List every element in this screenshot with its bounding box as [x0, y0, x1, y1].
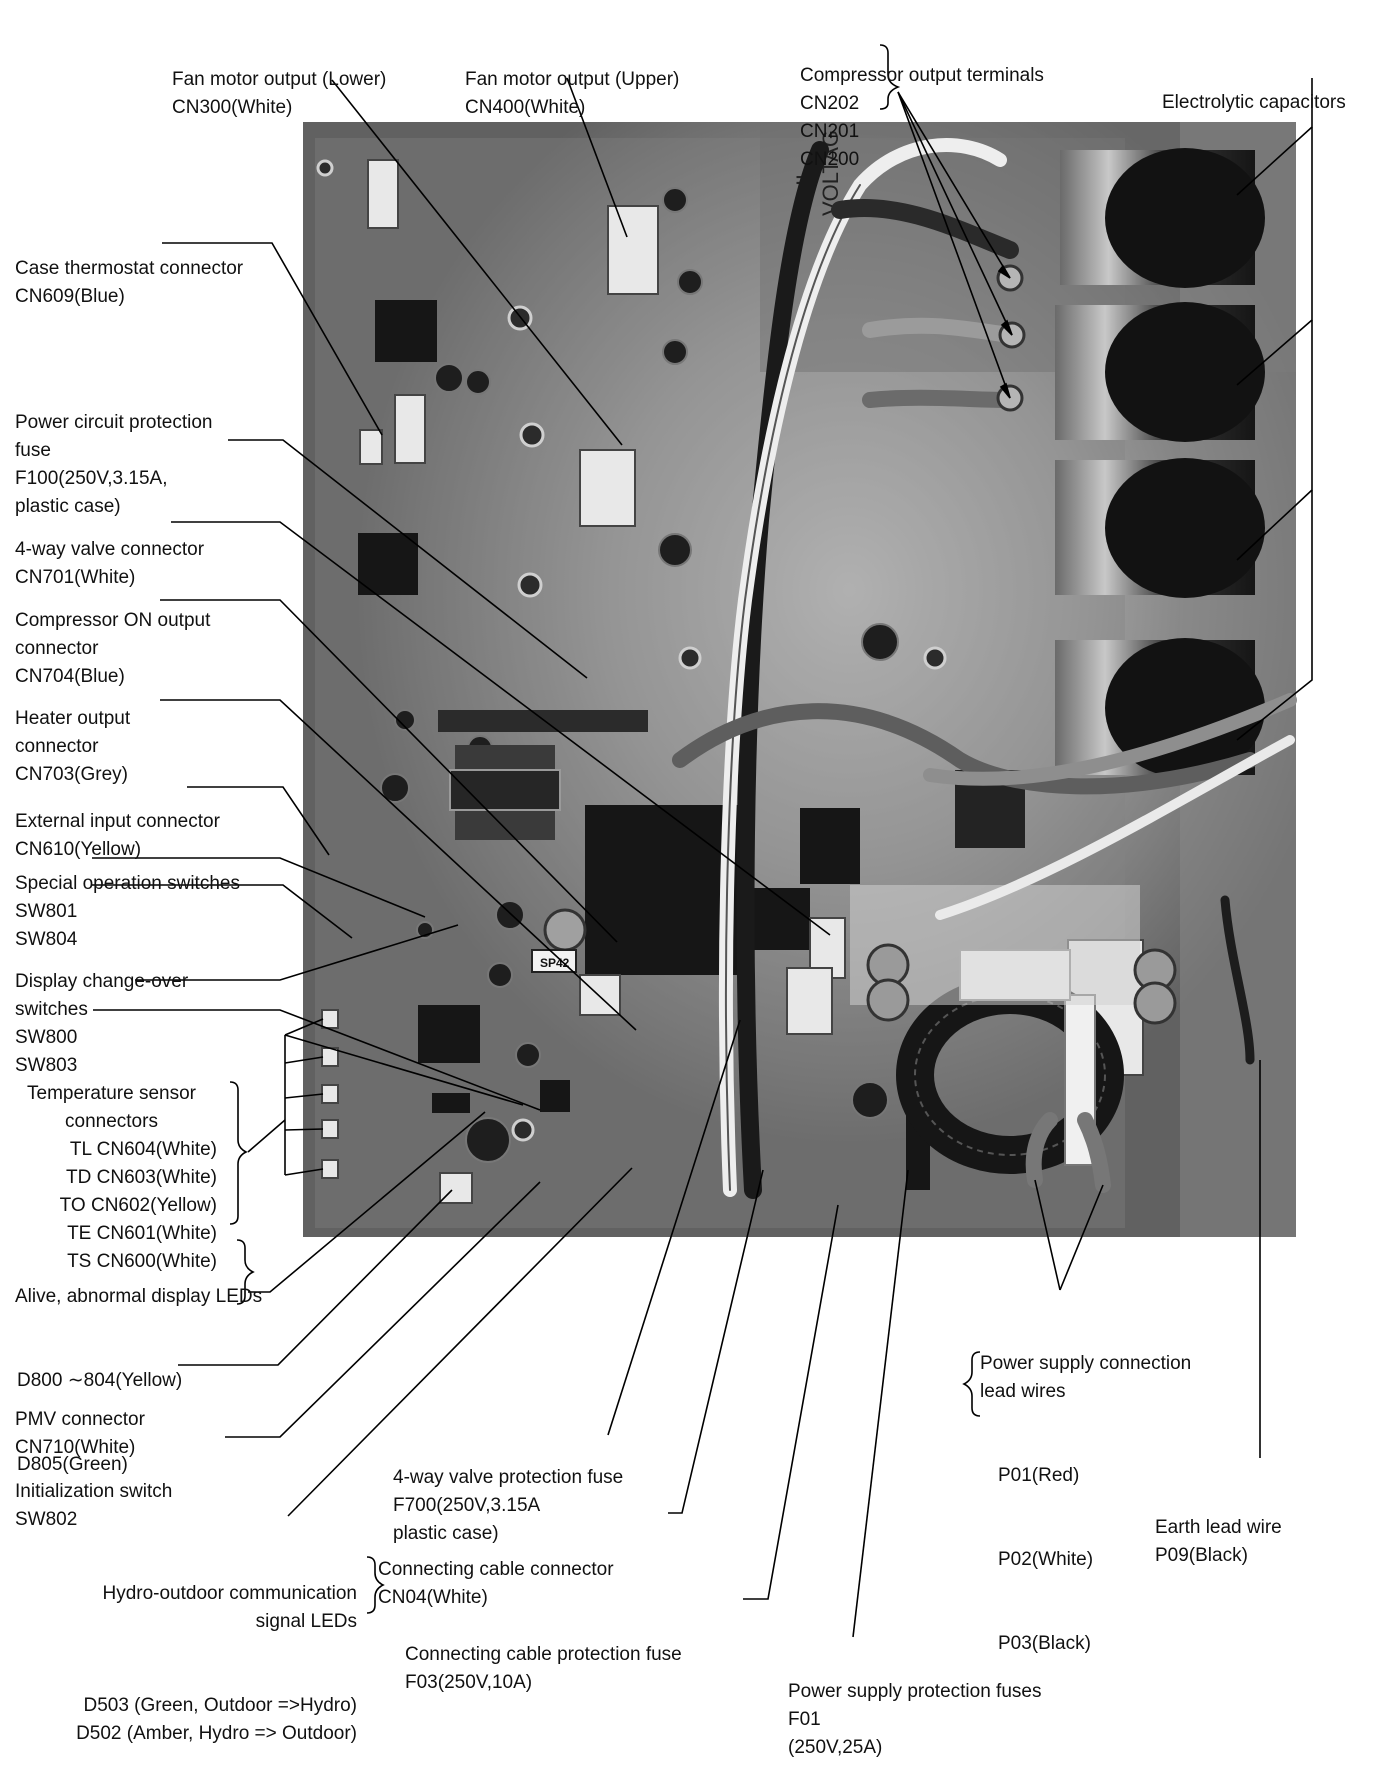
braces [229, 44, 981, 1614]
ic-chip [358, 533, 418, 595]
label-alive-leds: Alive, abnormal display LEDs D800 ∼804(Y… [15, 1286, 263, 1475]
pcb-diagram: SP42 HI VOLTAG [15, 44, 1346, 1758]
ic-chip [418, 1005, 480, 1063]
relay-block [585, 805, 745, 975]
label-fan-lower: Fan motor output (Lower)CN300(White) [172, 69, 387, 118]
temperature-sensor-list: TL CN604(White)TD CN603(White)TO CN602(Y… [59, 1139, 217, 1272]
label-fan-upper: Fan motor output (Upper)CN400(White) [465, 69, 680, 118]
pcb-photo-illustration: SP42 HI VOLTAG [92, 44, 1313, 1638]
ic-chip [375, 300, 437, 362]
label-electrolytic-capacitors: Electrolytic capacitors [1162, 92, 1346, 113]
electrolytic-capacitors [1055, 148, 1265, 778]
leader-lines [92, 77, 1313, 1638]
sp-mark: SP42 [540, 956, 570, 970]
